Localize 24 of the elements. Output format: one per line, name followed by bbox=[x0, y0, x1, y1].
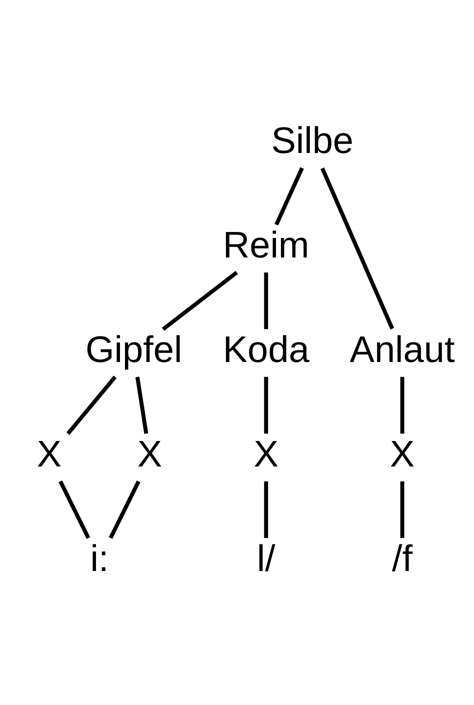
connector bbox=[58, 480, 90, 538]
node-text: X bbox=[137, 432, 162, 474]
node-text: Silbe bbox=[271, 118, 354, 161]
node-text: /f bbox=[392, 536, 413, 579]
node-text: X bbox=[254, 432, 278, 474]
node-text: l/ bbox=[256, 536, 276, 579]
connector bbox=[66, 375, 117, 434]
connector bbox=[320, 166, 394, 329]
connector bbox=[400, 376, 404, 434]
connector bbox=[108, 480, 140, 538]
connector bbox=[400, 480, 404, 538]
connector bbox=[274, 166, 304, 226]
connector bbox=[264, 376, 268, 434]
connector bbox=[162, 270, 238, 330]
node-text: X bbox=[390, 432, 415, 474]
connector bbox=[135, 376, 148, 434]
node-text: X bbox=[36, 432, 62, 474]
node-text: Gipfel bbox=[86, 328, 182, 370]
connector bbox=[264, 480, 268, 538]
node-text: Anlaut bbox=[350, 328, 455, 370]
node-text: Reim bbox=[222, 223, 310, 266]
connector bbox=[264, 272, 268, 329]
node-text: i: bbox=[90, 536, 109, 579]
node-text: Koda bbox=[222, 328, 310, 370]
